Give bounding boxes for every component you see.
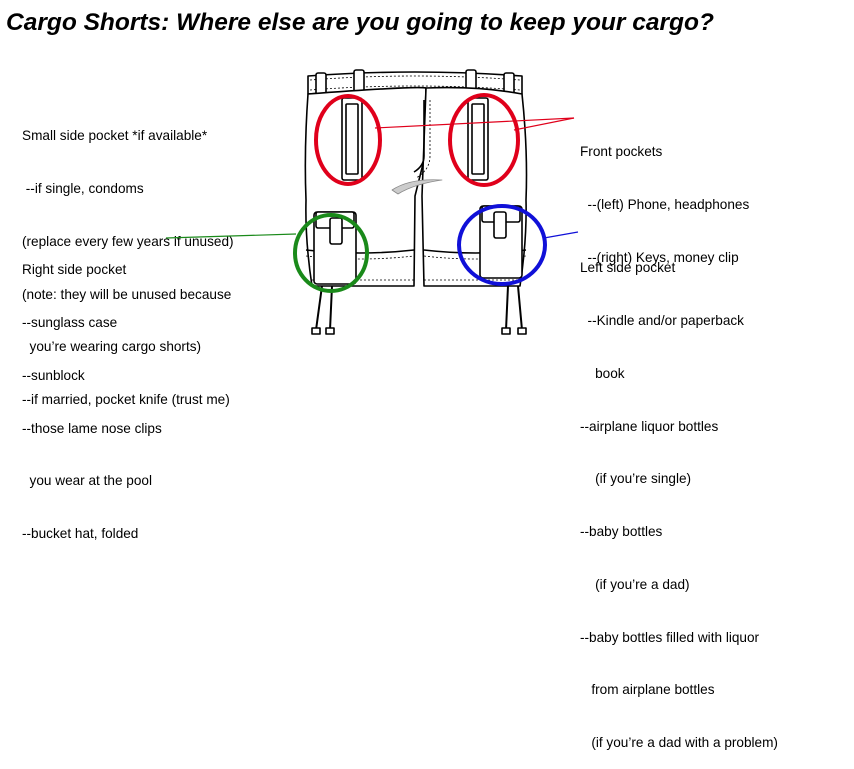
note-line: --sunglass case (22, 314, 118, 330)
drawstring-tip (325, 327, 335, 335)
drawstring-right (505, 285, 523, 331)
waistband-stitch (309, 75, 521, 91)
red-circle-right-front-pocket (448, 93, 520, 187)
front-pocket-flap-left (341, 97, 363, 181)
note-line: --sunblock (22, 367, 85, 383)
note-line: --baby bottles (580, 524, 663, 540)
drawstring-tip (517, 327, 527, 335)
leader-line-right-side (165, 233, 297, 239)
cargo-pocket-right-strap (493, 211, 507, 239)
note-line: Front pockets (580, 144, 663, 160)
note-line: (if you’re single) (580, 471, 692, 487)
fly-stitch (415, 100, 431, 179)
note-line: Left side pocket (580, 260, 676, 276)
cargo-pocket-left-strap (329, 217, 343, 245)
leader-line-left-side (543, 231, 579, 239)
note-line: (if you’re a dad) (580, 576, 690, 592)
note-line: (note: they will be unused because (22, 286, 232, 302)
red-circle-left-front-pocket (314, 94, 382, 186)
drawstring-tip (501, 327, 511, 335)
front-pockets-note: Front pockets --(left) Phone, headphones… (580, 108, 749, 284)
blue-circle-left-side-pocket (457, 204, 547, 286)
note-line: book (580, 365, 625, 381)
note-line: you wear at the pool (22, 473, 152, 489)
note-line: you’re wearing cargo shorts) (22, 339, 202, 355)
cargo-shorts-drawing (304, 69, 528, 335)
note-line: --Kindle and/or paperback (580, 312, 744, 328)
note-line: Right side pocket (22, 262, 127, 278)
front-pocket-flap-left-inner (345, 103, 359, 175)
note-line: --baby bottles filled with liquor (580, 629, 760, 645)
page-title: Cargo Shorts: Where else are you going t… (6, 9, 714, 36)
leader-line-front-left (374, 117, 575, 129)
note-line: --if single, condoms (22, 180, 144, 196)
small-side-pocket-note: Small side pocket *if available* --if si… (22, 92, 234, 426)
knee-stitch (305, 255, 527, 260)
drawstring-tip (311, 327, 321, 335)
logo-swoosh (391, 179, 443, 195)
note-line: (if you’re a dad with a problem) (580, 735, 778, 751)
note-line: (replace every few years if unused) (22, 233, 234, 249)
green-circle-right-side-pocket (293, 213, 369, 293)
leader-line-front-right (513, 117, 575, 131)
front-pocket-flap-right-inner (471, 103, 485, 175)
note-line: --if married, pocket knife (trust me) (22, 392, 230, 408)
note-line: --(left) Phone, headphones (580, 196, 750, 212)
note-line: --(right) Keys, money clip (580, 249, 739, 265)
note-line: Small side pocket *if available* (22, 128, 208, 144)
fly-seam (413, 100, 425, 173)
note-line: from airplane bottles (580, 682, 715, 698)
note-line: --bucket hat, folded (22, 526, 139, 542)
front-pocket-flap-right (467, 97, 489, 181)
drawstring-left (315, 285, 333, 331)
cargo-shorts-diagram (165, 69, 579, 335)
